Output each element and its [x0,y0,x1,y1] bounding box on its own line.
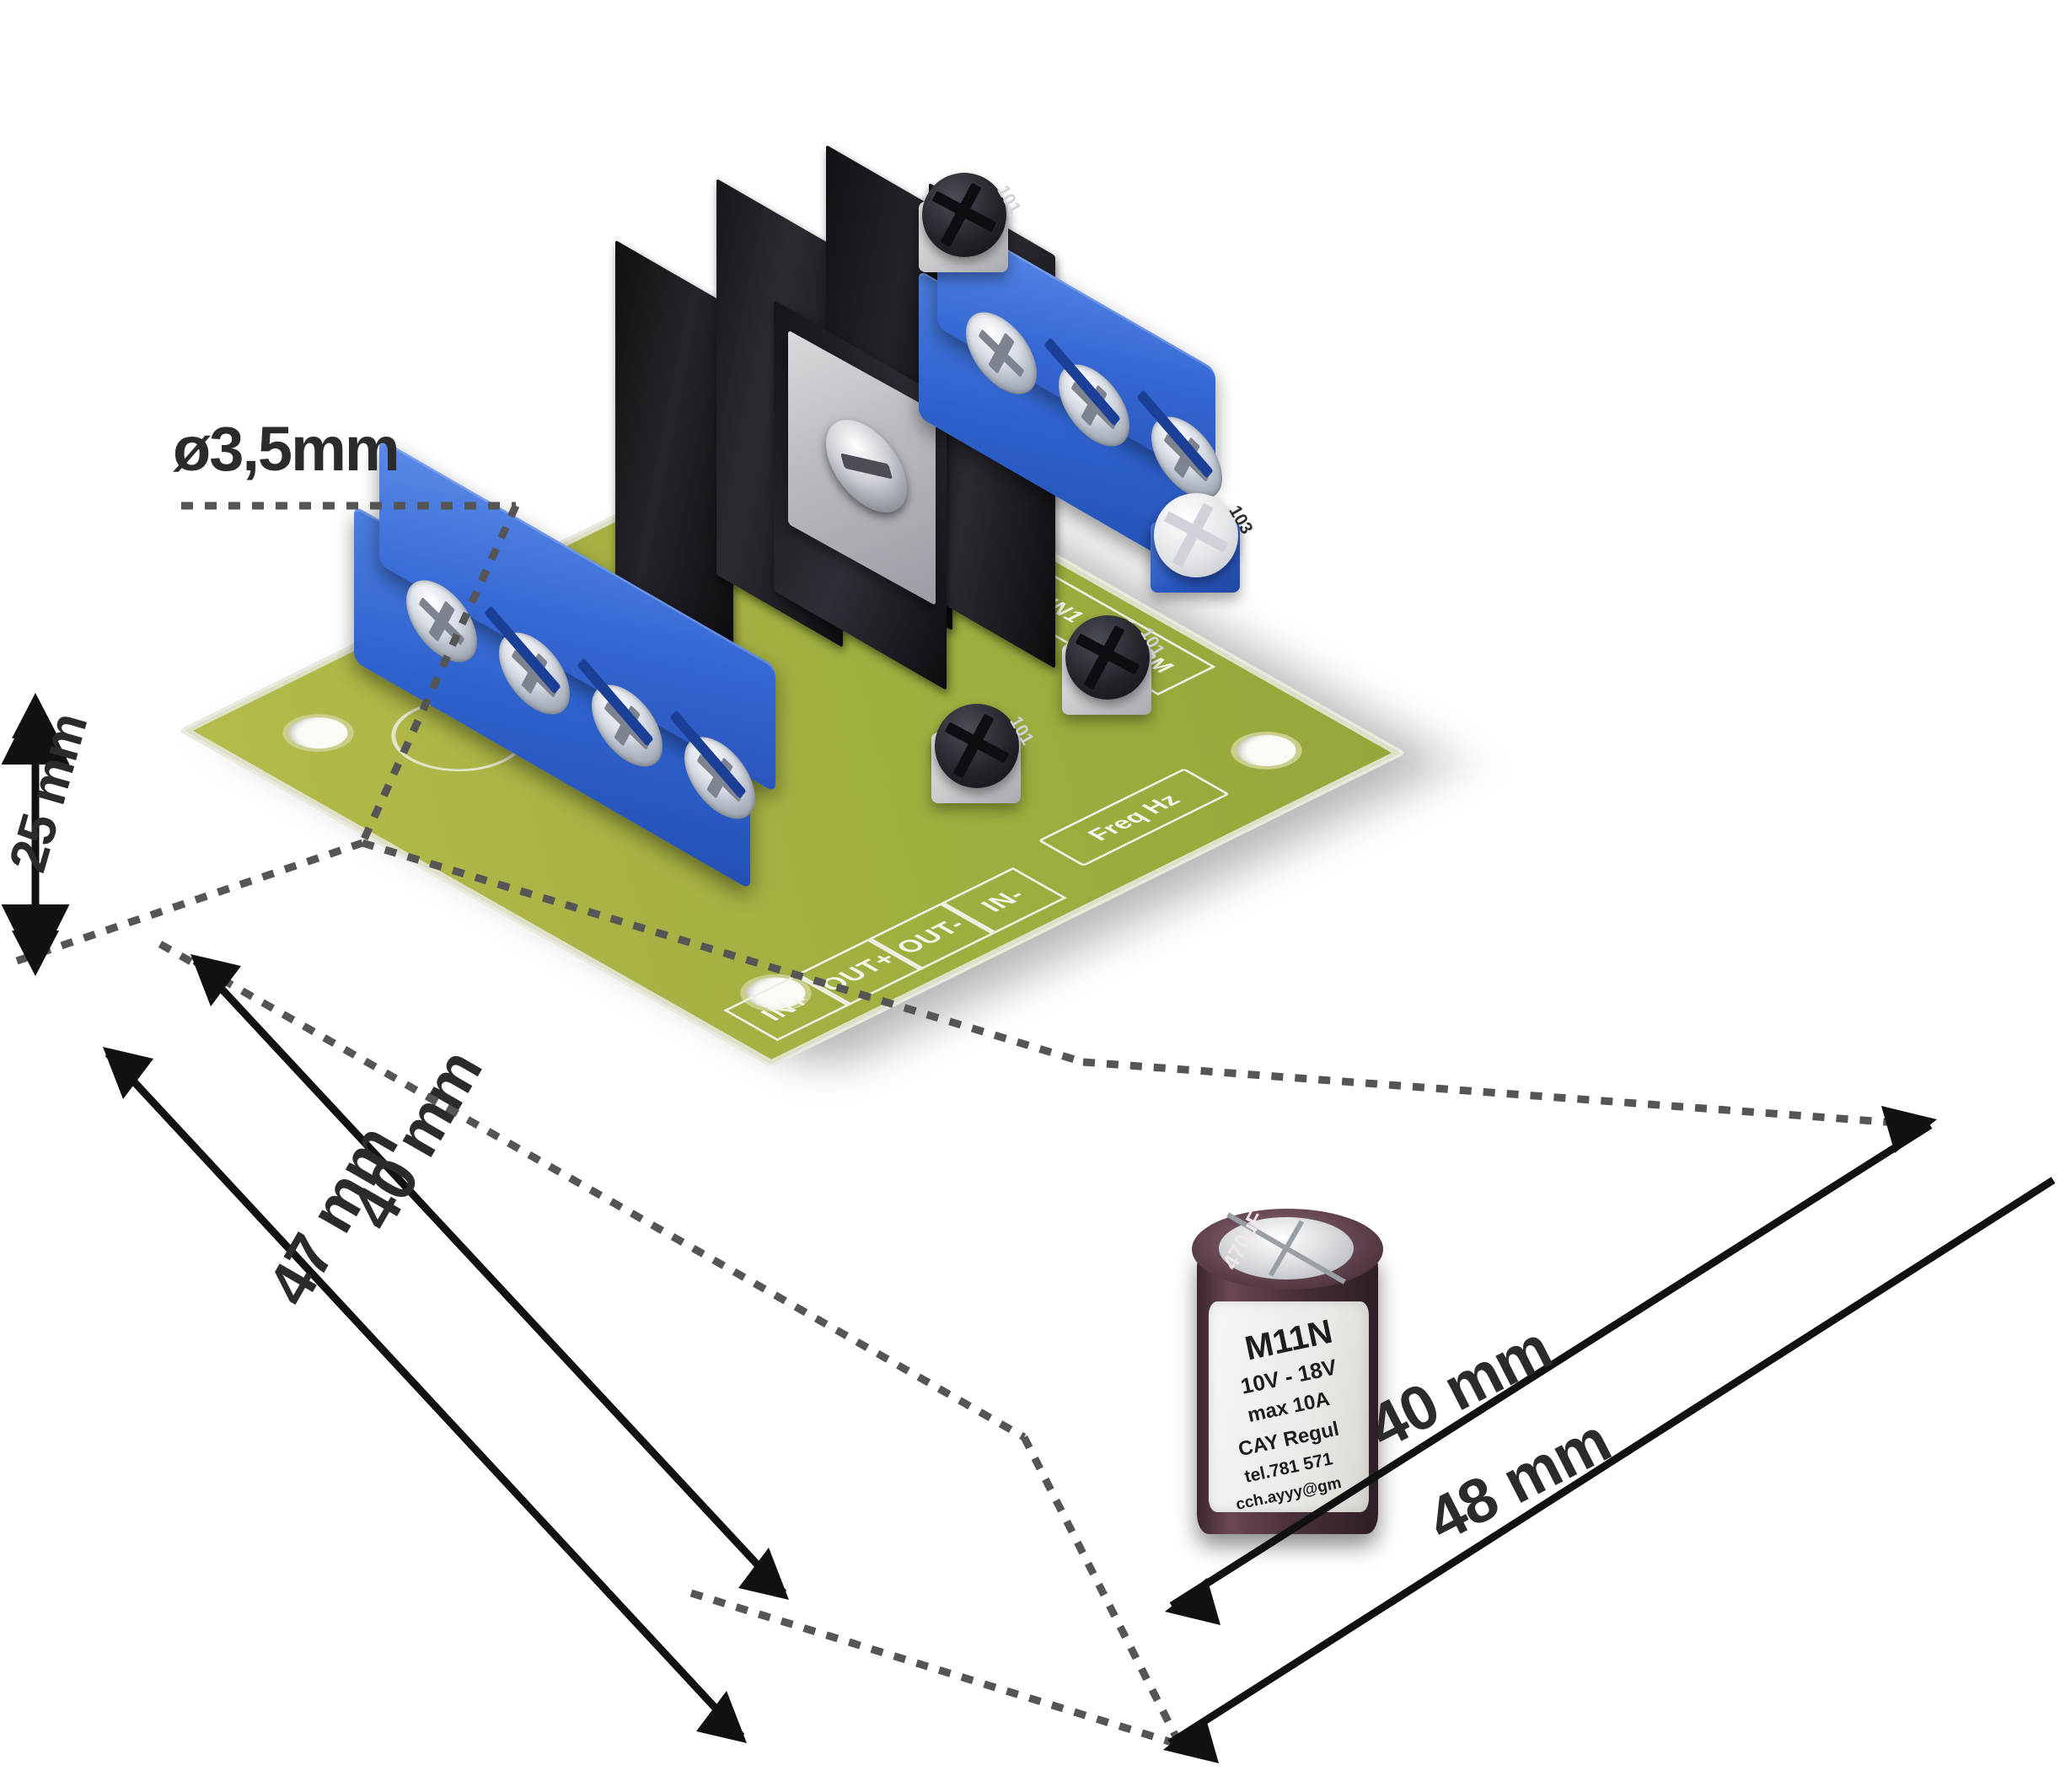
pcb-assembly: regul y IN+ OUT+ OUT- IN- GND IN1 RPM Fr… [185,144,1517,1534]
leader-hole-diameter [181,502,520,845]
trimpot-freq-right[interactable]: 101 [1062,615,1168,733]
extension-lines [15,839,1931,1749]
trimpot-knob[interactable] [1154,493,1238,577]
dimension-arrow-40mm-right [1165,1106,1937,1625]
capacitor-top [1192,1209,1383,1290]
trimpot-knob[interactable] [935,704,1019,788]
dimension-arrow-25mm [1,693,70,976]
trimpot-knob[interactable] [1065,615,1150,700]
dimension-arrow-40mm-left [190,954,789,1600]
trimpot-freq-left[interactable]: 101 [931,704,1038,822]
trimpot-knob[interactable] [922,173,1006,257]
trimpot-rpm-top[interactable]: 101 [919,173,1025,291]
capacitor-vent [1219,1217,1354,1280]
dimension-arrow-47mm-left [103,1047,747,1743]
dimension-arrow-48mm-right [1163,1177,2056,1763]
trimpot-103[interactable]: 103 [1151,493,1257,611]
capacitor-label: M11N 10V - 18V max 10A CAY Regul tel.781… [1209,1301,1369,1512]
capacitor-body: 470µF M11N 10V - 18V max 10A CAY Regul t… [1192,1206,1383,1534]
